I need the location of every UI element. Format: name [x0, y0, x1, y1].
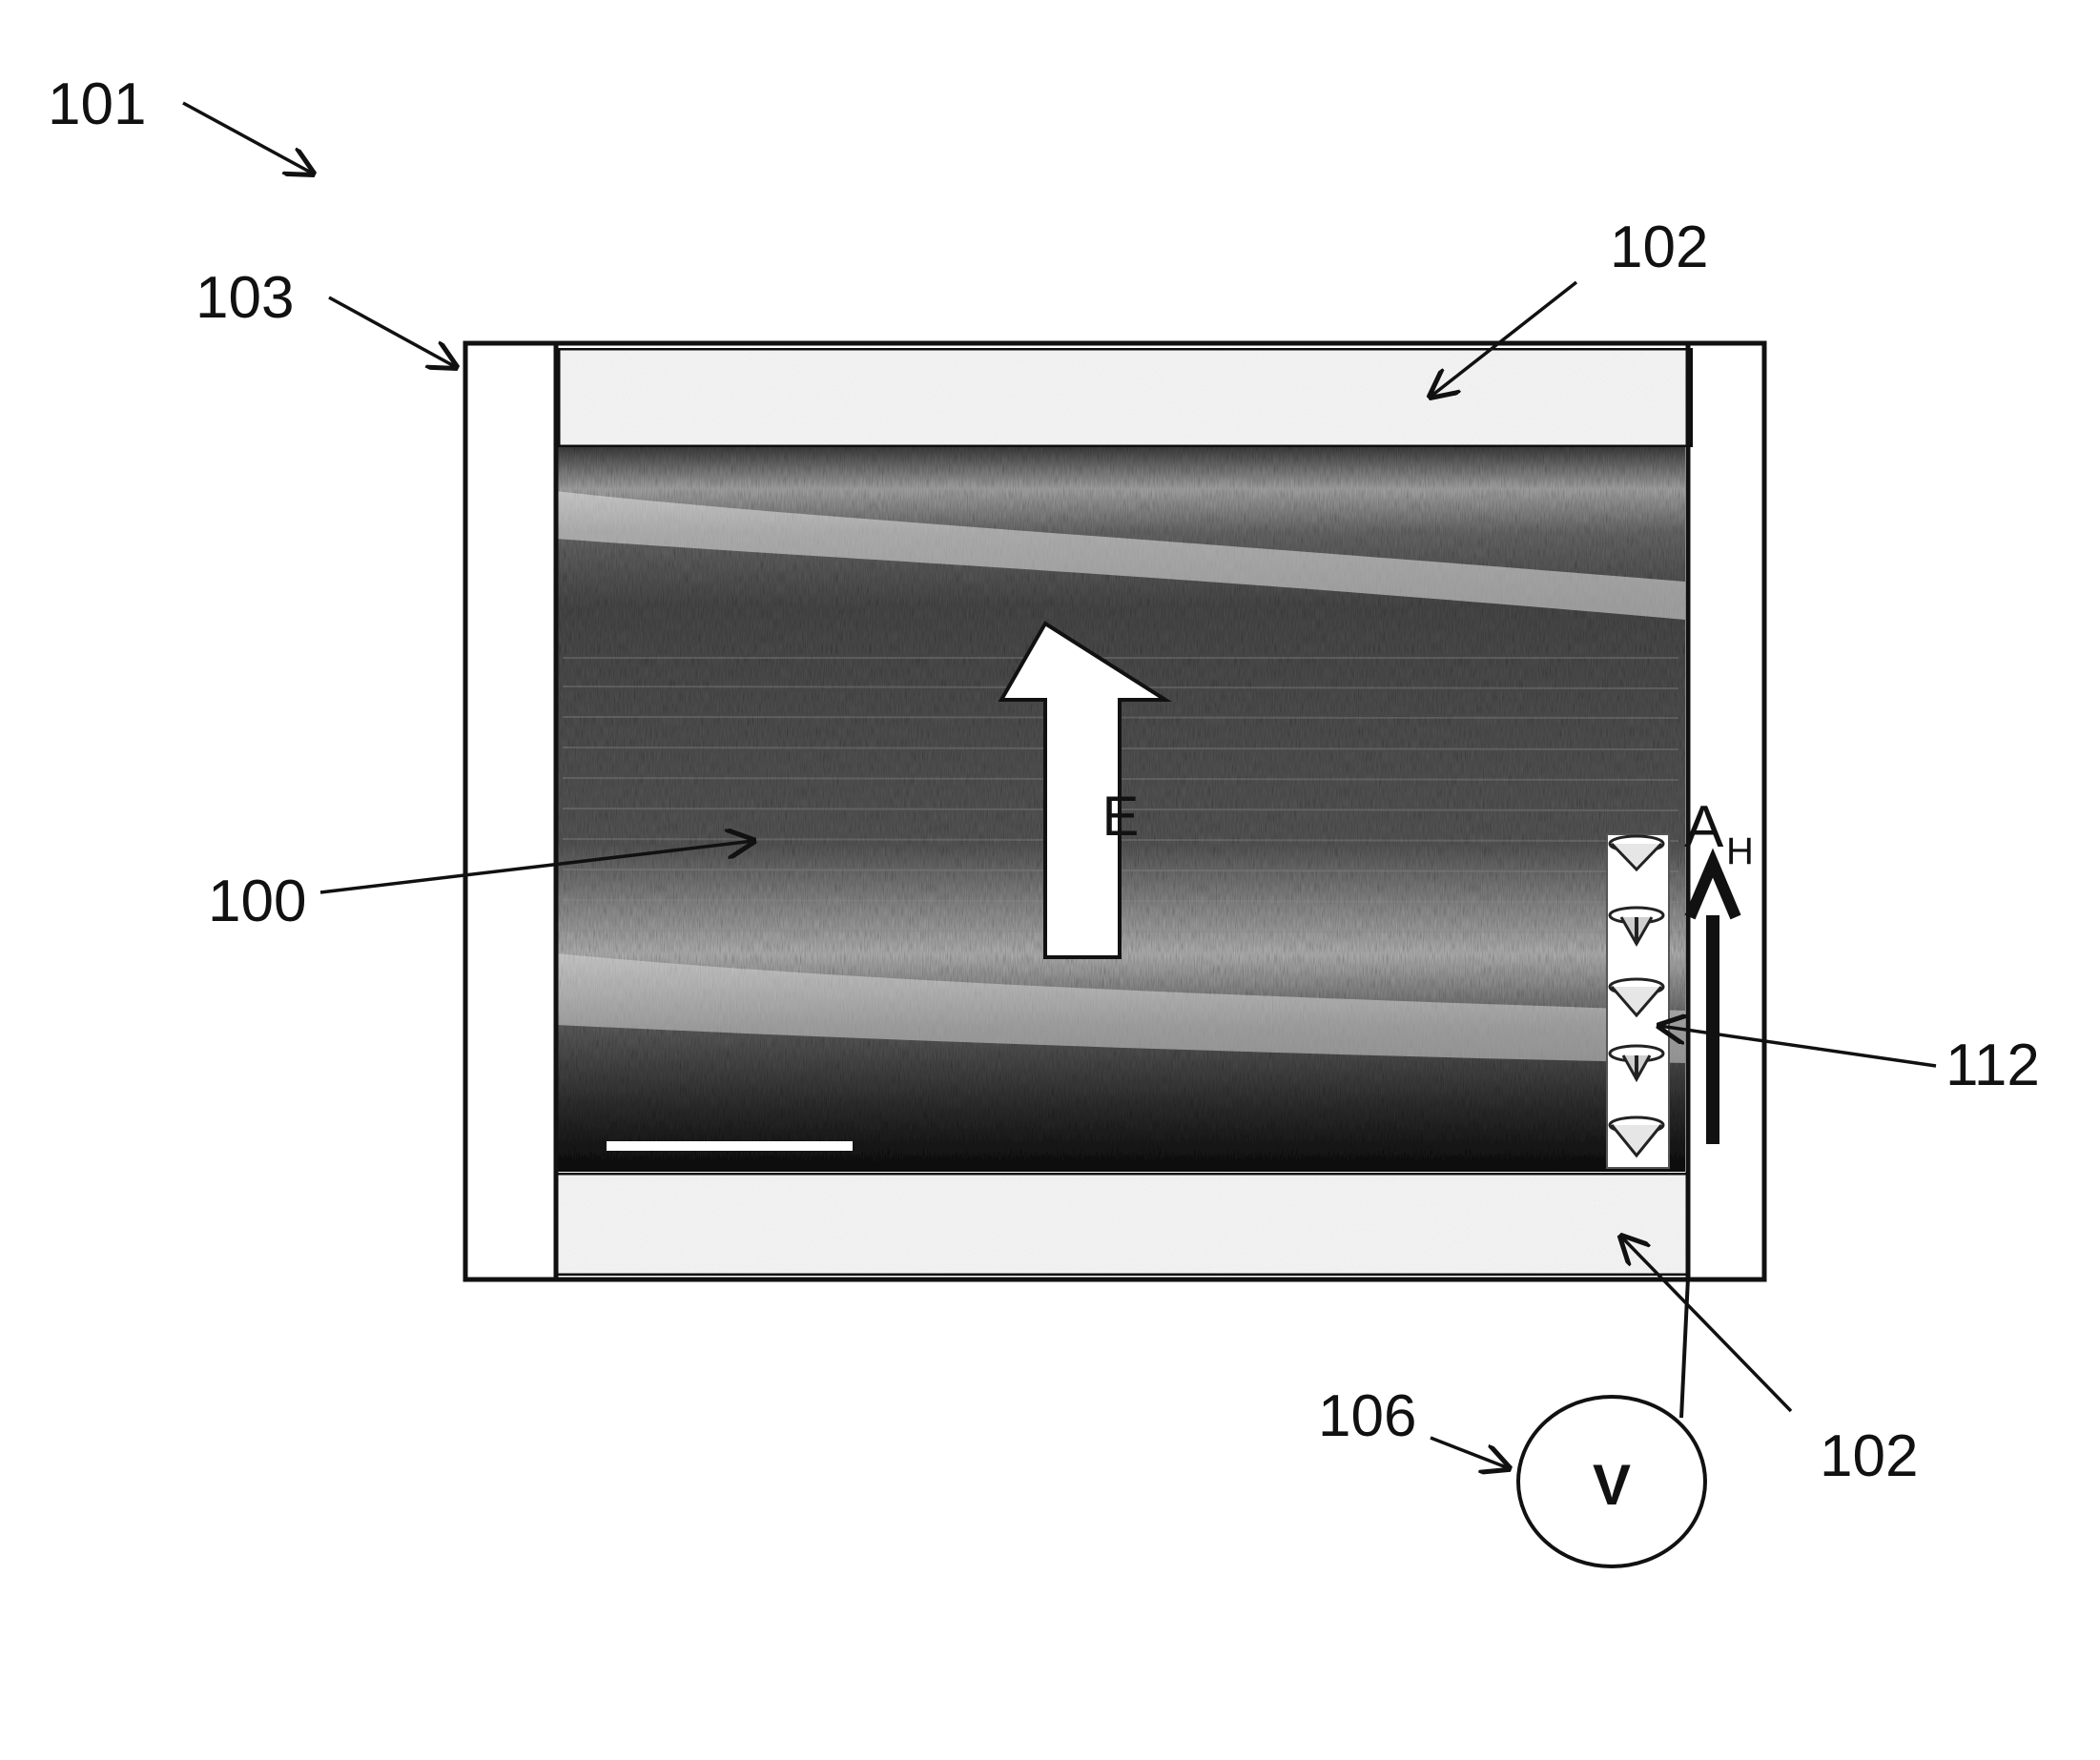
- leader-device: [183, 103, 313, 174]
- field-label: E: [1102, 786, 1140, 848]
- voltage-source: V: [1518, 1278, 1705, 1566]
- voltage-symbol: V: [1593, 1453, 1631, 1517]
- label-voltage-source: 106: [1318, 1383, 1416, 1449]
- label-housing: 103: [196, 265, 294, 331]
- top-electrode: [558, 348, 1693, 447]
- label-electrode-bottom: 102: [1820, 1423, 1918, 1489]
- hydrogen-axis-subscript: H: [1726, 830, 1754, 872]
- leader-voltage-source: [1431, 1438, 1509, 1468]
- bottom-electrode: [555, 1173, 1690, 1276]
- hydrogen-axis-label: A: [1684, 794, 1724, 860]
- label-electrode-top: 102: [1610, 215, 1708, 280]
- label-device: 101: [48, 72, 146, 137]
- alignment-marks-column: [1607, 834, 1669, 1168]
- label-alignment-marks: 112: [1946, 1033, 2040, 1098]
- label-sample: 100: [208, 869, 306, 934]
- scale-bar: [607, 1141, 853, 1151]
- leader-housing: [329, 297, 456, 367]
